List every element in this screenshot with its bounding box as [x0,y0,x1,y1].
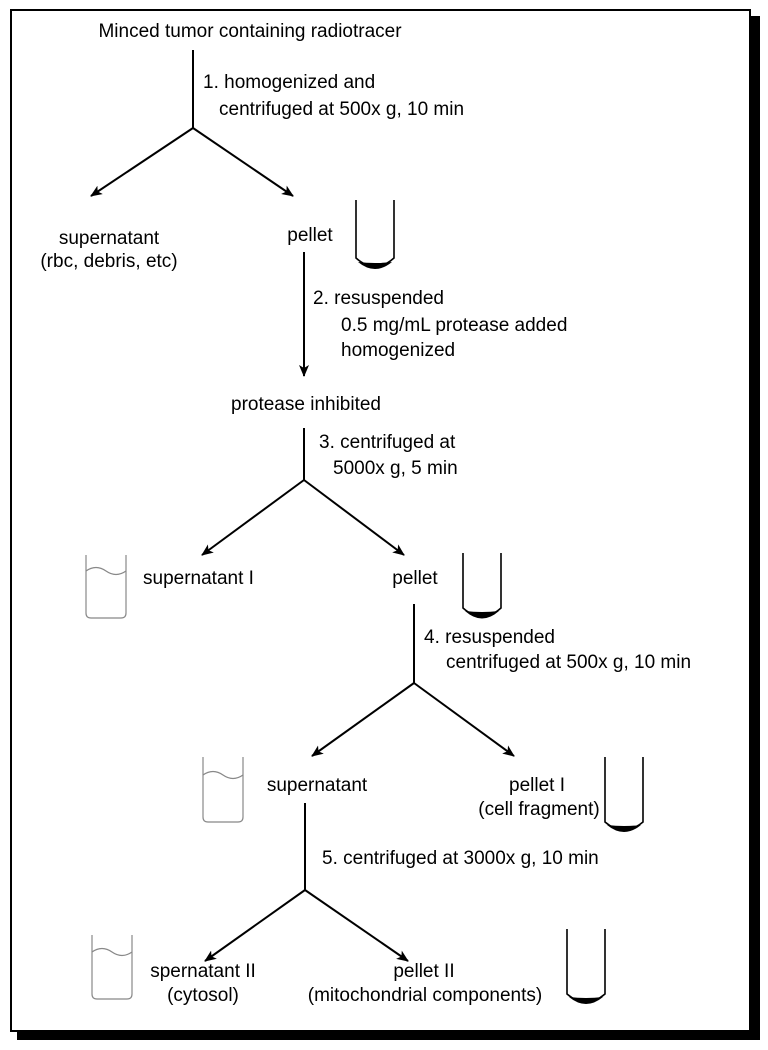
pellet-tube-icon [462,553,502,619]
arrow-to-pellet-1 [413,682,515,757]
step4-line1: 4. resuspended [424,627,555,648]
diagram-frame [10,9,751,1032]
pellet-tube-icon [604,757,644,832]
step2-line3: homogenized [341,340,455,361]
arrow-to-supernatant-mid [311,682,415,757]
supernatant-1-label: supernatant I [143,568,254,589]
arrow-to-pellet-second [303,479,405,556]
supernatant-tube-icon [91,935,133,1000]
supernatant-2-label: spernatant II [150,961,256,982]
arrow-to-supernatant-1 [201,479,305,556]
pellet-1-sublabel: (cell fragment) [478,799,599,820]
arrow-to-supernatant-debris [90,127,194,197]
pellet-tube-icon [566,929,606,1004]
step1-line2: centrifuged at 500x g, 10 min [219,99,464,120]
pellet-2-sublabel: (mitochondrial components) [308,985,542,1006]
arrow-to-supernatant-2 [204,889,306,962]
step1-line1: 1. homogenized and [203,72,375,93]
pellet-tube-icon [355,200,395,269]
step5-line1: 5. centrifuged at 3000x g, 10 min [322,848,599,869]
step3-line1: 3. centrifuged at [319,432,456,453]
step2-line1: 2. resuspended [313,288,444,309]
supernatant-mid-label: supernatant [267,775,368,796]
pellet-first-label: pellet [287,225,333,246]
protease-inhibited-label: protease inhibited [231,394,381,415]
supernatant-tube-icon [202,757,244,823]
pellet-second-label: pellet [392,568,438,589]
start-material-label: Minced tumor containing radiotracer [98,21,402,42]
supernatant-debris-sublabel: (rbc, debris, etc) [40,251,177,272]
arrow-to-pellet-2 [304,889,409,962]
pellet-2-label: pellet II [393,961,454,982]
supernatant-tube-icon [85,555,127,619]
arrow-to-pellet-first [192,127,294,197]
step3-line2: 5000x g, 5 min [333,458,458,479]
supernatant-2-sublabel: (cytosol) [167,985,239,1006]
supernatant-debris-label: supernatant [59,228,160,249]
step4-line2: centrifuged at 500x g, 10 min [446,652,691,673]
step2-line2: 0.5 mg/mL protease added [341,315,567,336]
pellet-1-label: pellet I [509,775,565,796]
